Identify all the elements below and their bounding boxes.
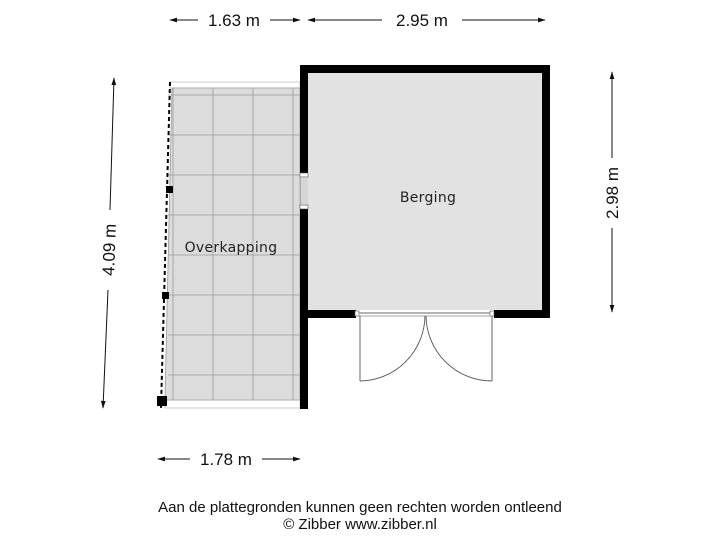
dimension-right: 2.98 m: [603, 167, 622, 219]
wall-left-upper: [300, 65, 308, 173]
dimension-left: 4.09 m: [99, 224, 120, 277]
double-door-icon: [354, 310, 495, 382]
disclaimer-text: Aan de plattegronden kunnen geen rechten…: [158, 499, 562, 516]
dimension-bottom: 1.78 m: [200, 450, 252, 469]
post-icon: [162, 292, 169, 299]
overkapping-area: [157, 81, 301, 409]
wall-right: [542, 65, 550, 318]
dimension-top-right: 2.95 m: [396, 11, 448, 30]
wall-top: [300, 65, 550, 73]
dimension-top-left: 1.63 m: [208, 11, 260, 30]
wall-left-lower: [300, 209, 308, 409]
window-icon: [299, 172, 309, 210]
room-label-berging: Berging: [400, 190, 456, 206]
room-label-overkapping: Overkapping: [185, 240, 278, 256]
open-edge-dashed: [160, 81, 171, 409]
post-icon: [157, 396, 167, 406]
berging-room: [299, 65, 550, 409]
tile-grid: [168, 88, 300, 400]
post-icon: [166, 186, 173, 193]
wall-bottom-right: [494, 310, 550, 318]
wall-bottom-left: [300, 310, 356, 318]
copyright-text: © Zibber www.zibber.nl: [283, 516, 437, 533]
